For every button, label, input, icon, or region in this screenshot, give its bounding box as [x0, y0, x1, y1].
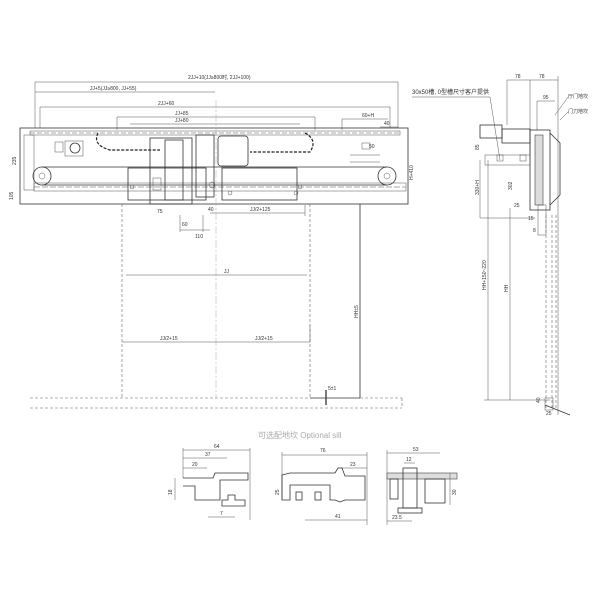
dim-50: 50: [369, 144, 375, 150]
door-opening-outline: [30, 100, 403, 409]
dim-left-height: 235: [12, 156, 18, 165]
dim-60h: 60+H: [362, 113, 374, 119]
dim-jj85: JJ+85: [175, 111, 189, 117]
dim-40: 40: [384, 121, 390, 127]
label-car-sill: 门刀地坎: [568, 108, 588, 115]
sill-profile-1: 64 37 20 18 7: [168, 444, 251, 520]
dim-opening-jj: JJ: [224, 269, 230, 275]
door-operator-header: [19, 127, 409, 205]
left-pulley-icon: [32, 166, 52, 186]
sill-profile-2: 76 23 25 41: [275, 448, 368, 525]
sill3-width: 53: [413, 447, 419, 453]
optional-sill-section: 可选配地坎 Optional sill 64 37 20 18 7: [168, 430, 458, 525]
dim-40-side: 40: [536, 397, 542, 403]
dim-half-left: JJ/2+15: [160, 336, 178, 342]
sill3-height: 30: [452, 489, 458, 495]
sill2-c: 41: [335, 514, 341, 520]
dim-door-height: HH±5: [354, 305, 360, 318]
sill1-width: 64: [214, 444, 220, 450]
sill3-a: 12: [406, 457, 412, 463]
dimension-lines-top: [34, 81, 399, 130]
label-landing-sill: 厅门地坎: [568, 93, 588, 100]
dim-15: 15: [528, 216, 534, 222]
dim-hh-range: HH+150~220: [482, 260, 488, 290]
sill1-a: 37: [205, 452, 211, 458]
front-view: 2JJ+10(JJ≥800时, 2JJ+100) JJ+5(JJ≥800, JJ…: [9, 74, 415, 409]
sill-caption: 可选配地坎 Optional sill: [258, 430, 342, 440]
dim-half-width: JJ+5(JJ≥800, JJ+55): [90, 86, 137, 92]
dim-overall-width: 2JJ+10(JJ≥800时, 2JJ+100): [188, 74, 251, 81]
dim-75: 75: [157, 209, 163, 215]
dim-95: 95: [543, 95, 549, 101]
sill1-c: 7: [220, 511, 223, 517]
dim-jj2-125: JJ/2+125: [250, 207, 271, 213]
dim-330h: 330+H: [475, 180, 481, 195]
dim-78b: 78: [539, 74, 545, 80]
sill1-b: 20: [192, 462, 198, 468]
dim-left-low: 105: [9, 191, 15, 200]
dim-gap: 5±1: [328, 386, 337, 392]
dim-8: 8: [533, 228, 536, 234]
dim-25b: 25: [546, 411, 552, 417]
dim-110: 110: [195, 234, 203, 240]
dim-hh: HH: [504, 284, 510, 292]
sill2-a: 23: [350, 462, 356, 468]
hanger-dims: [179, 205, 306, 232]
dim-jj80: JJ+80: [175, 118, 189, 124]
dim-60: 60: [182, 222, 188, 228]
dim-78a: 78: [515, 74, 521, 80]
dim-302: 302: [508, 181, 514, 190]
dim-85: 85: [475, 144, 481, 150]
right-pulley-icon: [377, 166, 397, 186]
sill1-height: 18: [168, 489, 174, 495]
sill2-width: 76: [320, 448, 326, 454]
sill-profile-3: 53 12 30 23.5: [386, 447, 458, 525]
dim-half-right: JJ/2+15: [255, 336, 273, 342]
sill3-c: 23.5: [392, 515, 402, 521]
dim-40b: 40: [208, 207, 214, 213]
dim-track-length: 2JJ+60: [158, 101, 174, 107]
dim-right-height: H+410: [409, 165, 415, 180]
motor-icon: [69, 142, 81, 154]
sill2-height: 25: [275, 489, 281, 495]
side-view: 30x50槽, 0型槽尺寸客户提供 78 78 95 厅门地坎 门刀地坎: [412, 74, 588, 417]
dim-25: 25: [514, 203, 520, 209]
groove-note: 30x50槽, 0型槽尺寸客户提供: [412, 88, 489, 96]
